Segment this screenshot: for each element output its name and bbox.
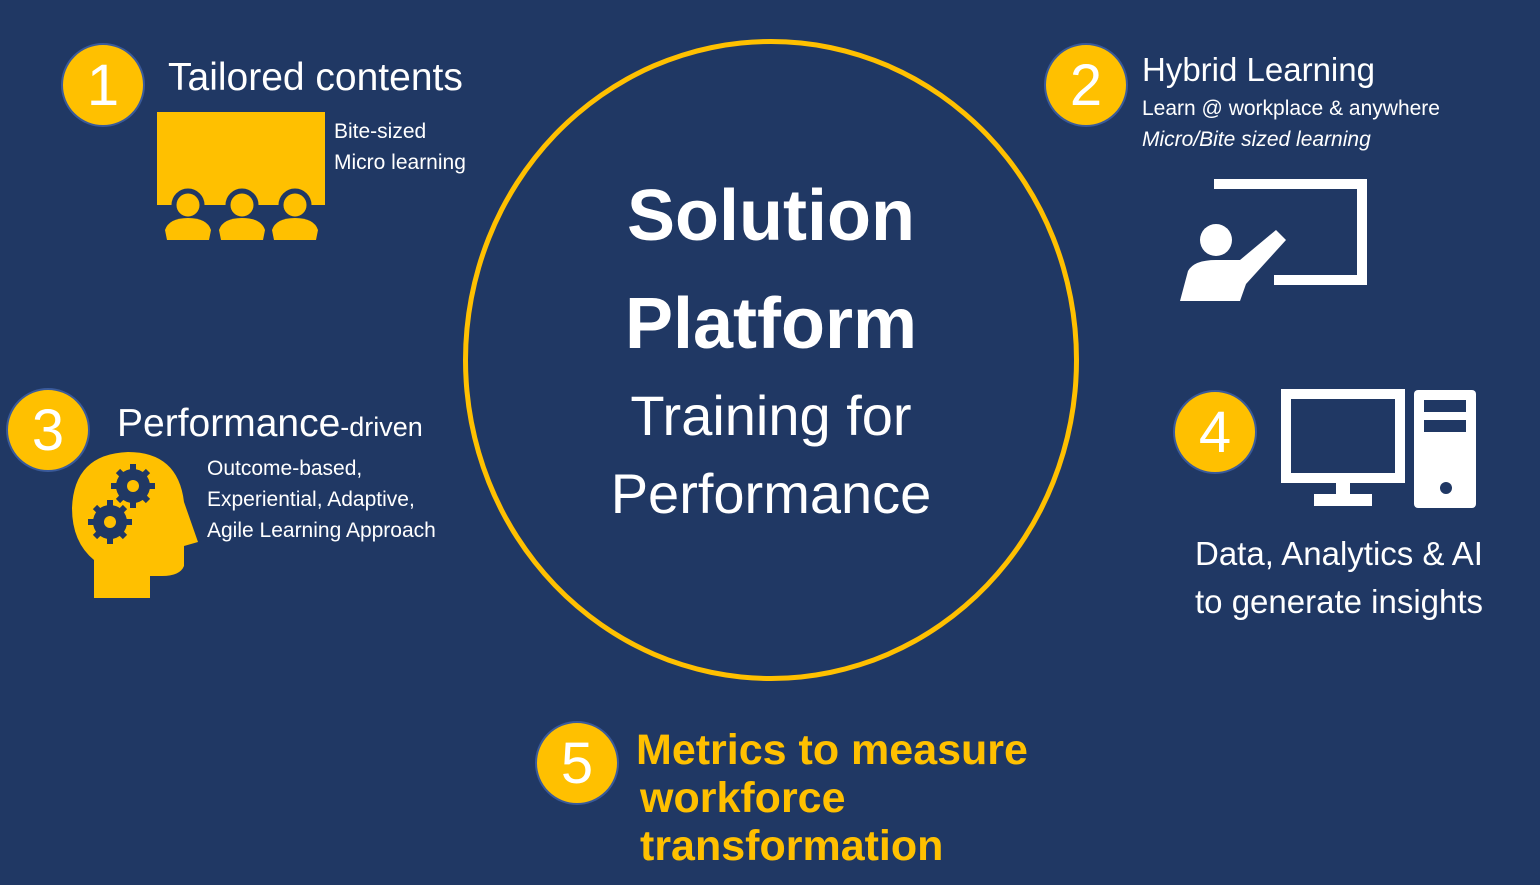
item-2-title: Hybrid Learning (1142, 51, 1375, 88)
badge-2: 2 (1044, 43, 1128, 127)
item-2-line2: Micro/Bite sized learning (1142, 128, 1371, 151)
badge-3: 3 (6, 388, 90, 472)
item-1-line1: Bite-sized (334, 120, 427, 143)
item-5-line1: Metrics to measure (636, 726, 1028, 774)
item-4-line2: to generate insights (1195, 583, 1484, 620)
desktop-computer-icon (1281, 389, 1476, 508)
item-4-line1: Data, Analytics & AI (1195, 535, 1483, 572)
badge-5: 5 (535, 721, 619, 805)
item-3-title: Performance-driven (117, 404, 423, 443)
presenter-board-icon (1180, 179, 1367, 301)
item-3-line1: Outcome-based, (207, 457, 363, 480)
item-3-line2: Experiential, Adaptive, (207, 488, 415, 511)
head-gears-icon (72, 452, 198, 598)
center-subtitle-line2: Performance (610, 462, 932, 525)
badge-1: 1 (61, 43, 145, 127)
center-title-line1: Solution (627, 176, 915, 256)
item-5-line3: transformation (640, 822, 944, 870)
item-1-title: Tailored contents (168, 56, 463, 99)
center-subtitle-line1: Training for (630, 384, 912, 447)
item-3-line3: Agile Learning Approach (207, 519, 436, 542)
item-3-title-suffix: -driven (340, 412, 423, 442)
center-title-line2: Platform (624, 284, 918, 364)
center-ring (463, 39, 1079, 681)
item-3-title-main: Performance (117, 402, 341, 445)
item-1-line2: Micro learning (334, 151, 466, 174)
audience-screen-icon (157, 112, 325, 240)
item-2-line1: Learn @ workplace & anywhere (1142, 97, 1440, 120)
item-5-line2: workforce (640, 774, 846, 822)
badge-4: 4 (1173, 390, 1257, 474)
